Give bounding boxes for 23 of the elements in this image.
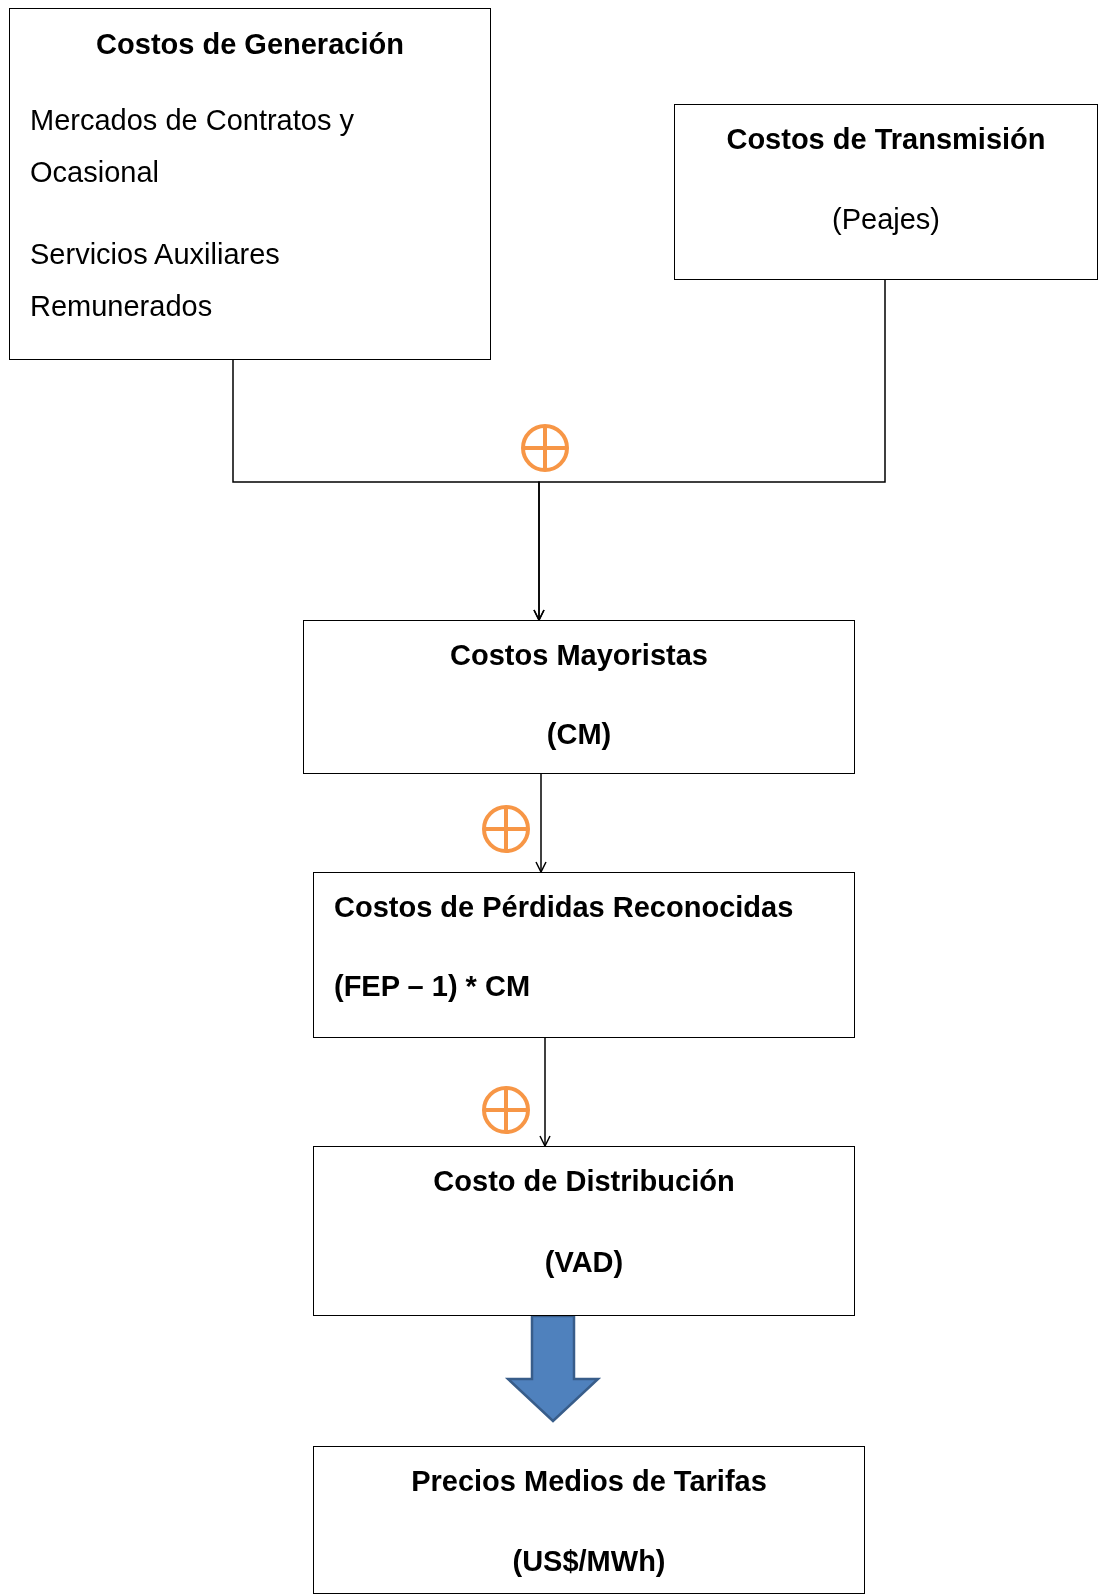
box-text: (Peajes) xyxy=(831,202,941,237)
box-title: Precios Medios de Tarifas xyxy=(410,1464,768,1499)
box-text: (US$/MWh) xyxy=(511,1544,667,1579)
box-title: Costos de Transmisión xyxy=(725,122,1047,157)
box-text: Servicios Auxiliares Remunerados xyxy=(30,237,281,324)
arrow xyxy=(535,773,547,873)
arrow xyxy=(539,1037,551,1147)
box-title: Costos de Generación xyxy=(95,27,405,62)
box-text: (FEP – 1) * CM xyxy=(334,969,532,1004)
box-text: (CM) xyxy=(545,717,613,752)
box-text: Mercados de Contratos y Ocasional xyxy=(30,103,355,190)
process-box xyxy=(9,8,491,360)
process-box xyxy=(674,104,1098,280)
box-title: Costos Mayoristas xyxy=(449,638,709,673)
process-box xyxy=(303,620,855,774)
block-arrow xyxy=(504,1314,602,1423)
box-text: (VAD) xyxy=(543,1245,625,1280)
arrow xyxy=(533,279,886,621)
process-box xyxy=(313,1446,865,1594)
process-box xyxy=(313,1146,855,1316)
box-title: Costos de Pérdidas Reconocidas xyxy=(334,890,795,925)
process-box xyxy=(313,872,855,1038)
box-title: Costo de Distribución xyxy=(432,1164,736,1199)
